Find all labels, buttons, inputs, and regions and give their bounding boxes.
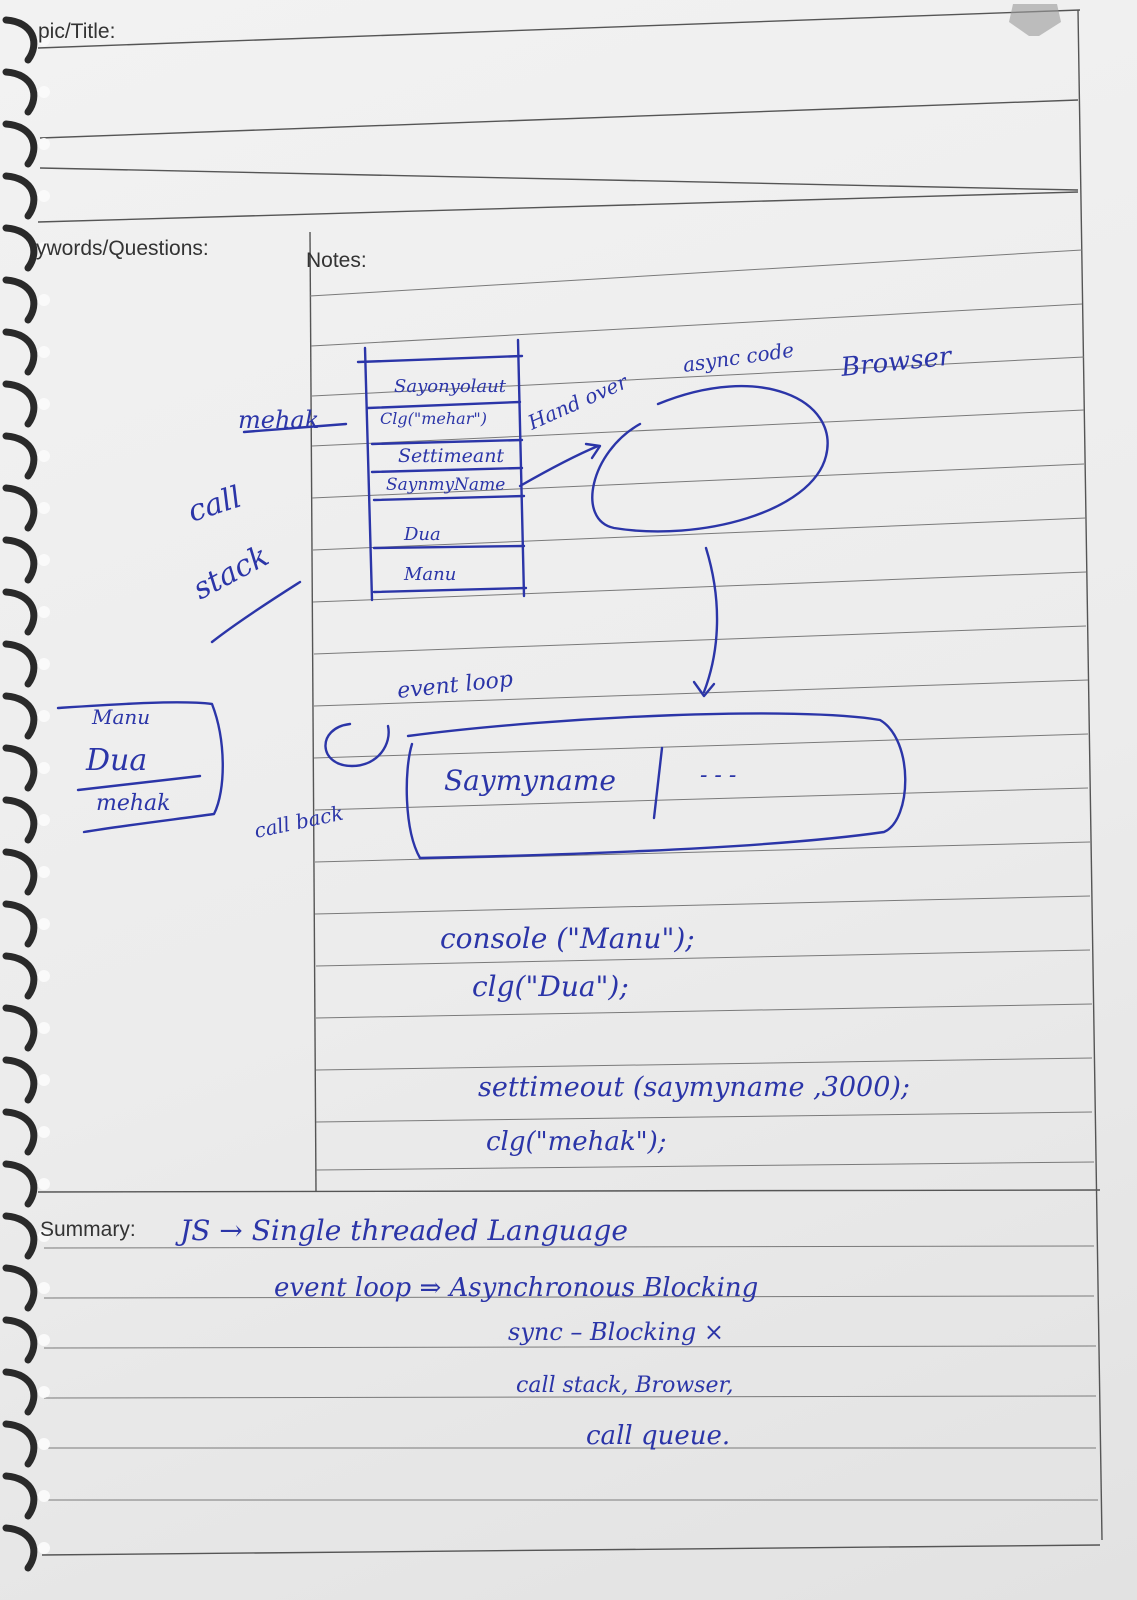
notes-label: Notes: [306, 249, 367, 272]
spiral-binding [2, 16, 50, 1572]
callback-label: call back [252, 801, 345, 843]
call-stack-drawing [210, 338, 528, 644]
stack-item-5: Dua [403, 524, 441, 545]
output-item-1: Manu [91, 705, 150, 729]
summary-line-1: JS → Single threaded Language [175, 1214, 628, 1247]
code-line-3: settimeout (saymyname ,3000); [478, 1072, 910, 1103]
browser-drawing [518, 384, 829, 698]
browser-label: Browser [839, 341, 955, 383]
topic-title-label: pic/Title: [38, 20, 116, 43]
summary-line-5: call queue. [586, 1421, 730, 1451]
stack-item-3: Settimeant [398, 445, 504, 467]
async-code-label: async code [681, 338, 795, 377]
event-loop-label: event loop [396, 667, 514, 704]
queue-dashes: - - - [700, 763, 736, 788]
output-box-drawing [56, 701, 224, 834]
stack-item-1: Sayonyolaut [394, 376, 507, 397]
code-line-4: clg("mehak"); [486, 1127, 667, 1157]
keywords-questions-label: ywords/Questions: [36, 237, 209, 260]
event-loop-drawing [324, 712, 907, 860]
output-item-3: mehak [96, 791, 171, 816]
code-line-1: console ("Manu"); [440, 922, 695, 955]
summary-label: Summary: [40, 1218, 136, 1241]
summary-line-3: sync – Blocking × [508, 1318, 724, 1346]
hand-over-label: Hand over [523, 369, 632, 435]
code-line-2: clg("Dua"); [472, 970, 629, 1003]
stack-item-2: Clg("mehar") [380, 409, 487, 428]
summary-line-2: event loop ⇒ Asynchronous Blocking [274, 1273, 758, 1303]
call-label: call [184, 480, 246, 530]
stack-item-6: Manu [403, 564, 456, 585]
summary-line-4: call stack, Browser, [516, 1373, 734, 1398]
stack-label: stack [187, 538, 274, 607]
brand-logo-icon [1009, 4, 1061, 36]
output-item-2: Dua [85, 743, 147, 778]
stack-item-4: SaynmyName [386, 475, 505, 495]
queue-item: Saymyname [444, 764, 616, 797]
stack-side-label: mehak [238, 406, 319, 434]
